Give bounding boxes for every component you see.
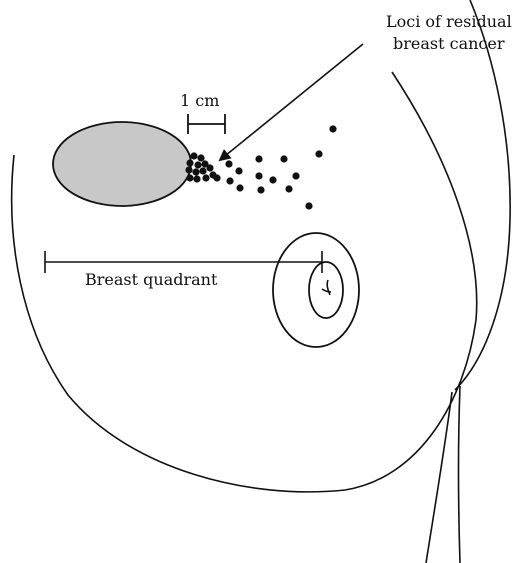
cancer-dot [190, 152, 197, 159]
arm-contour [455, 0, 510, 390]
scale-label: 1 cm [180, 91, 219, 110]
chest-line-right [459, 386, 461, 563]
cancer-dot [315, 150, 322, 157]
cancer-dot [202, 174, 209, 181]
areola [273, 233, 359, 347]
tumor-ellipse [53, 122, 191, 206]
loci-label-line2: breast cancer [393, 34, 505, 53]
cancer-dot [225, 160, 232, 167]
cancer-dot [236, 184, 243, 191]
cancer-dot [185, 166, 192, 173]
cancer-dot [255, 155, 262, 162]
loci-label-line1: Loci of residual [386, 12, 512, 31]
cancer-dot [305, 202, 312, 209]
cancer-dot [194, 161, 201, 168]
chest-line-left [426, 392, 452, 563]
cancer-dot [186, 159, 193, 166]
cancer-dot [285, 185, 292, 192]
loci-arrow [220, 44, 363, 160]
cancer-dot [255, 172, 262, 179]
cancer-dot [192, 168, 199, 175]
scale-bar [188, 114, 225, 134]
cancer-dot [213, 174, 220, 181]
cancer-dot [206, 164, 213, 171]
cancer-dot [292, 172, 299, 179]
quadrant-label: Breast quadrant [85, 270, 218, 289]
cancer-dot [226, 177, 233, 184]
nipple-mark [322, 280, 331, 295]
cancer-dot [186, 174, 193, 181]
cancer-dot [280, 155, 287, 162]
cancer-dot [235, 167, 242, 174]
cancer-dot [269, 176, 276, 183]
cancer-dot [329, 125, 336, 132]
nipple [309, 262, 343, 318]
cancer-dot [193, 175, 200, 182]
residual-cancer-dots [185, 125, 336, 209]
cancer-dot [199, 167, 206, 174]
cancer-dot [197, 154, 204, 161]
cancer-dot [257, 186, 264, 193]
